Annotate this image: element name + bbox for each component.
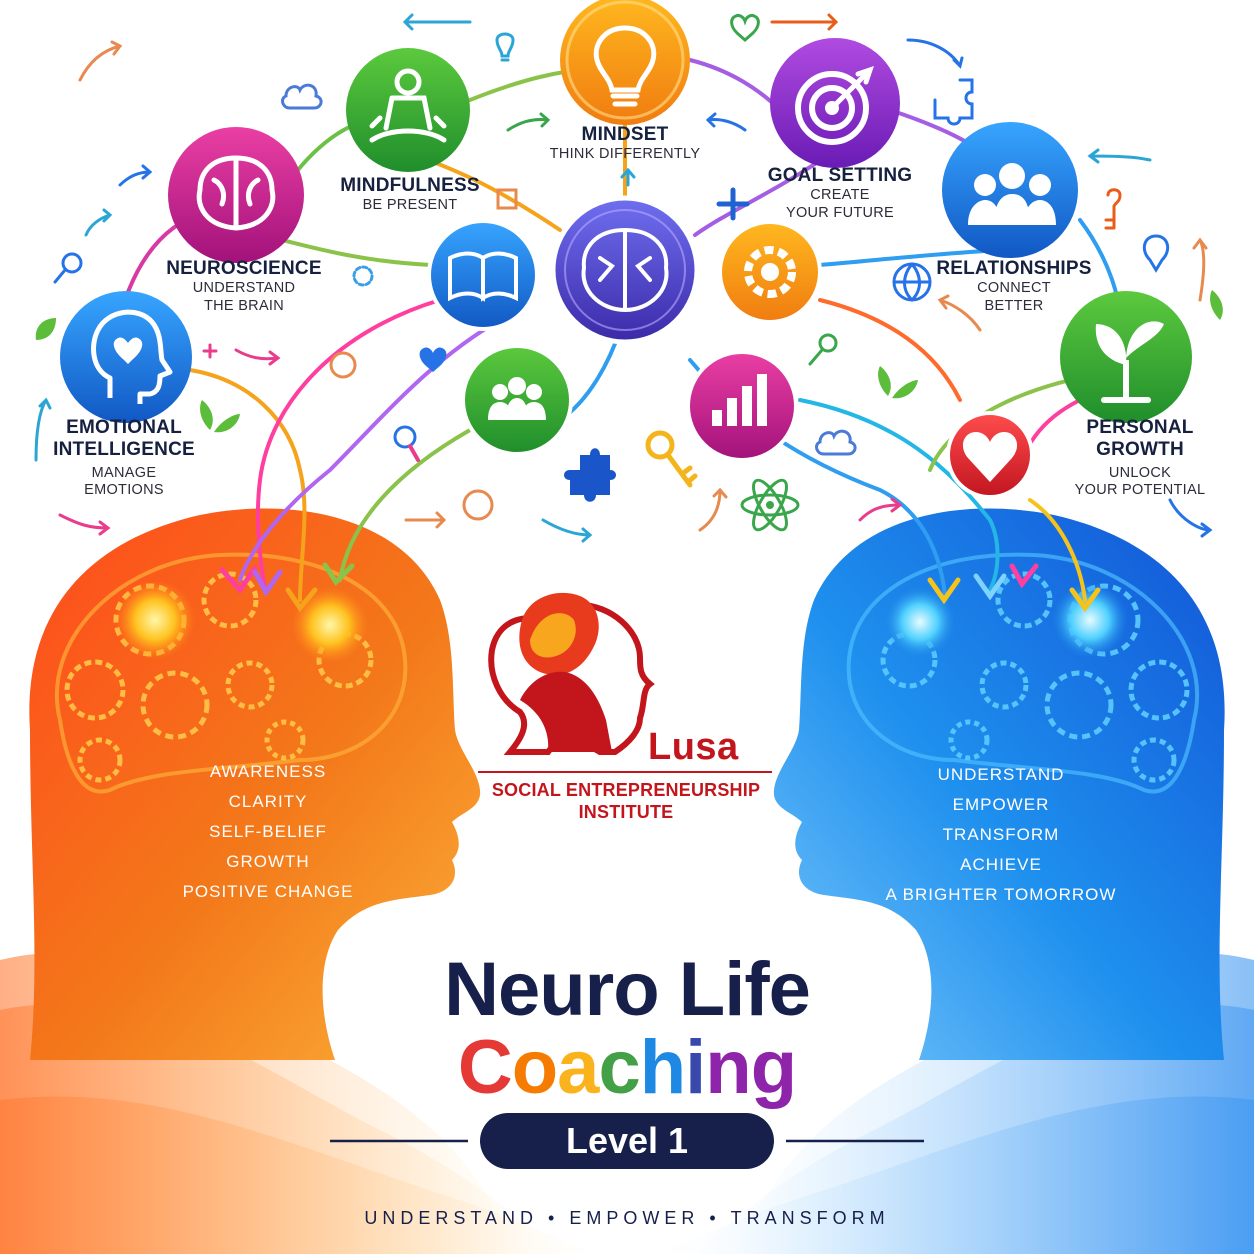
right-word: UNDERSTAND [937, 765, 1065, 784]
goal-setting-sub1: CREATE [810, 186, 870, 203]
neuroscience-sub1: UNDERSTAND [192, 279, 296, 296]
emotional-sub2: EMOTIONS [84, 482, 164, 499]
growth-title1: PERSONAL [1086, 417, 1194, 438]
level-badge: Level 1 [480, 1113, 774, 1169]
title-line1: Neuro Life [444, 947, 811, 1032]
tagline: UNDERSTAND • EMPOWER • TRANSFORM [227, 1208, 1027, 1229]
relationships-sub1: CONNECT [977, 279, 1051, 296]
icon-people [942, 122, 1078, 258]
icon-meditation [346, 48, 470, 172]
mindfulness-title: MINDFULNESS [340, 175, 480, 196]
icon-gear [718, 220, 822, 324]
right-word: EMPOWER [952, 795, 1050, 814]
growth-sub2: YOUR POTENTIAL [1074, 482, 1206, 499]
left-word: CLARITY [228, 792, 308, 811]
title-letter: o [511, 1025, 558, 1110]
emotional-title1: EMOTIONAL [66, 417, 182, 438]
logo-brand: Lusa [648, 726, 739, 768]
label-mindset: MINDSET THINK DIFFERENTLY [525, 124, 725, 163]
arrow-heads [219, 562, 1101, 613]
icon-group [461, 344, 573, 456]
left-glow-1 [115, 580, 195, 660]
left-glow-2 [292, 587, 368, 663]
mindfulness-sub: BE PRESENT [362, 196, 458, 213]
left-word: POSITIVE CHANGE [182, 882, 354, 901]
title-letter: a [557, 1025, 599, 1110]
title-letter: i [685, 1025, 706, 1110]
goal-setting-sub2: YOUR FUTURE [785, 204, 895, 221]
icon-book [427, 219, 539, 331]
label-mindfulness: MINDFULNESS BE PRESENT [310, 175, 510, 214]
left-word: SELF-BELIEF [209, 822, 327, 841]
right-glow-1 [884, 586, 956, 658]
relationships-sub2: BETTER [984, 297, 1044, 314]
icon-bar-chart [686, 350, 798, 462]
label-relationships: RELATIONSHIPS CONNECT BETTER [914, 258, 1114, 314]
title-letter: h [639, 1025, 686, 1110]
icon-plant [1060, 291, 1192, 423]
emotional-sub1: MANAGE [91, 464, 157, 481]
icon-head-heart [60, 291, 192, 423]
logo-line2: INSTITUTE [578, 802, 674, 822]
label-neuroscience: NEUROSCIENCE UNDERSTAND THE BRAIN [144, 258, 344, 314]
goal-setting-title: GOAL SETTING [767, 165, 913, 186]
right-glow-2 [1052, 582, 1128, 658]
left-word: GROWTH [226, 852, 310, 871]
icon-heart-red [946, 411, 1034, 499]
tagline-word-2: EMPOWER [569, 1208, 700, 1228]
tagline-separator: • [548, 1208, 560, 1228]
title-letter: g [750, 1025, 797, 1110]
icon-brain-magenta [168, 127, 304, 263]
label-goal-setting: GOAL SETTING CREATE YOUR FUTURE [740, 165, 940, 221]
lusa-logo-mark [488, 592, 655, 755]
mindset-title: MINDSET [581, 124, 669, 145]
left-head-words: AWARENESS CLARITY SELF-BELIEF GROWTH POS… [158, 757, 378, 907]
label-emotional-intelligence: EMOTIONAL INTELLIGENCE MANAGE EMOTIONS [24, 417, 224, 499]
relationships-title: RELATIONSHIPS [936, 258, 1092, 279]
growth-title2: GROWTH [1096, 438, 1184, 460]
right-word: TRANSFORM [942, 825, 1060, 844]
label-personal-growth: PERSONAL GROWTH UNLOCK YOUR POTENTIAL [1040, 417, 1240, 499]
icon-mindset [560, 0, 690, 125]
icon-brain-center [550, 195, 700, 345]
right-head-words: UNDERSTAND EMPOWER TRANSFORM ACHIEVE A B… [876, 760, 1126, 910]
left-word: AWARENESS [209, 762, 327, 781]
right-word: A BRIGHTER TOMORROW [885, 885, 1117, 904]
neuroscience-title: NEUROSCIENCE [166, 258, 322, 279]
right-word: ACHIEVE [960, 855, 1042, 874]
title-letter: C [457, 1025, 513, 1110]
tagline-separator: • [709, 1208, 721, 1228]
mindset-sub: THINK DIFFERENTLY [549, 145, 701, 162]
emotional-title2: INTELLIGENCE [53, 438, 195, 460]
small-arrows [34, 13, 1213, 543]
logo-line1: SOCIAL ENTREPRENEURSHIP [491, 780, 761, 800]
growth-sub1: UNLOCK [1108, 464, 1172, 481]
tagline-word-1: UNDERSTAND [364, 1208, 539, 1228]
right-brain-gears [846, 552, 1200, 794]
doodles [35, 14, 1223, 532]
title-letter: c [598, 1025, 640, 1110]
title-line2: Coaching [330, 1028, 924, 1108]
icon-target [770, 38, 900, 168]
title-letter: n [705, 1025, 751, 1110]
neuroscience-sub2: THE BRAIN [203, 297, 285, 314]
tagline-word-3: TRANSFORM [730, 1208, 890, 1228]
